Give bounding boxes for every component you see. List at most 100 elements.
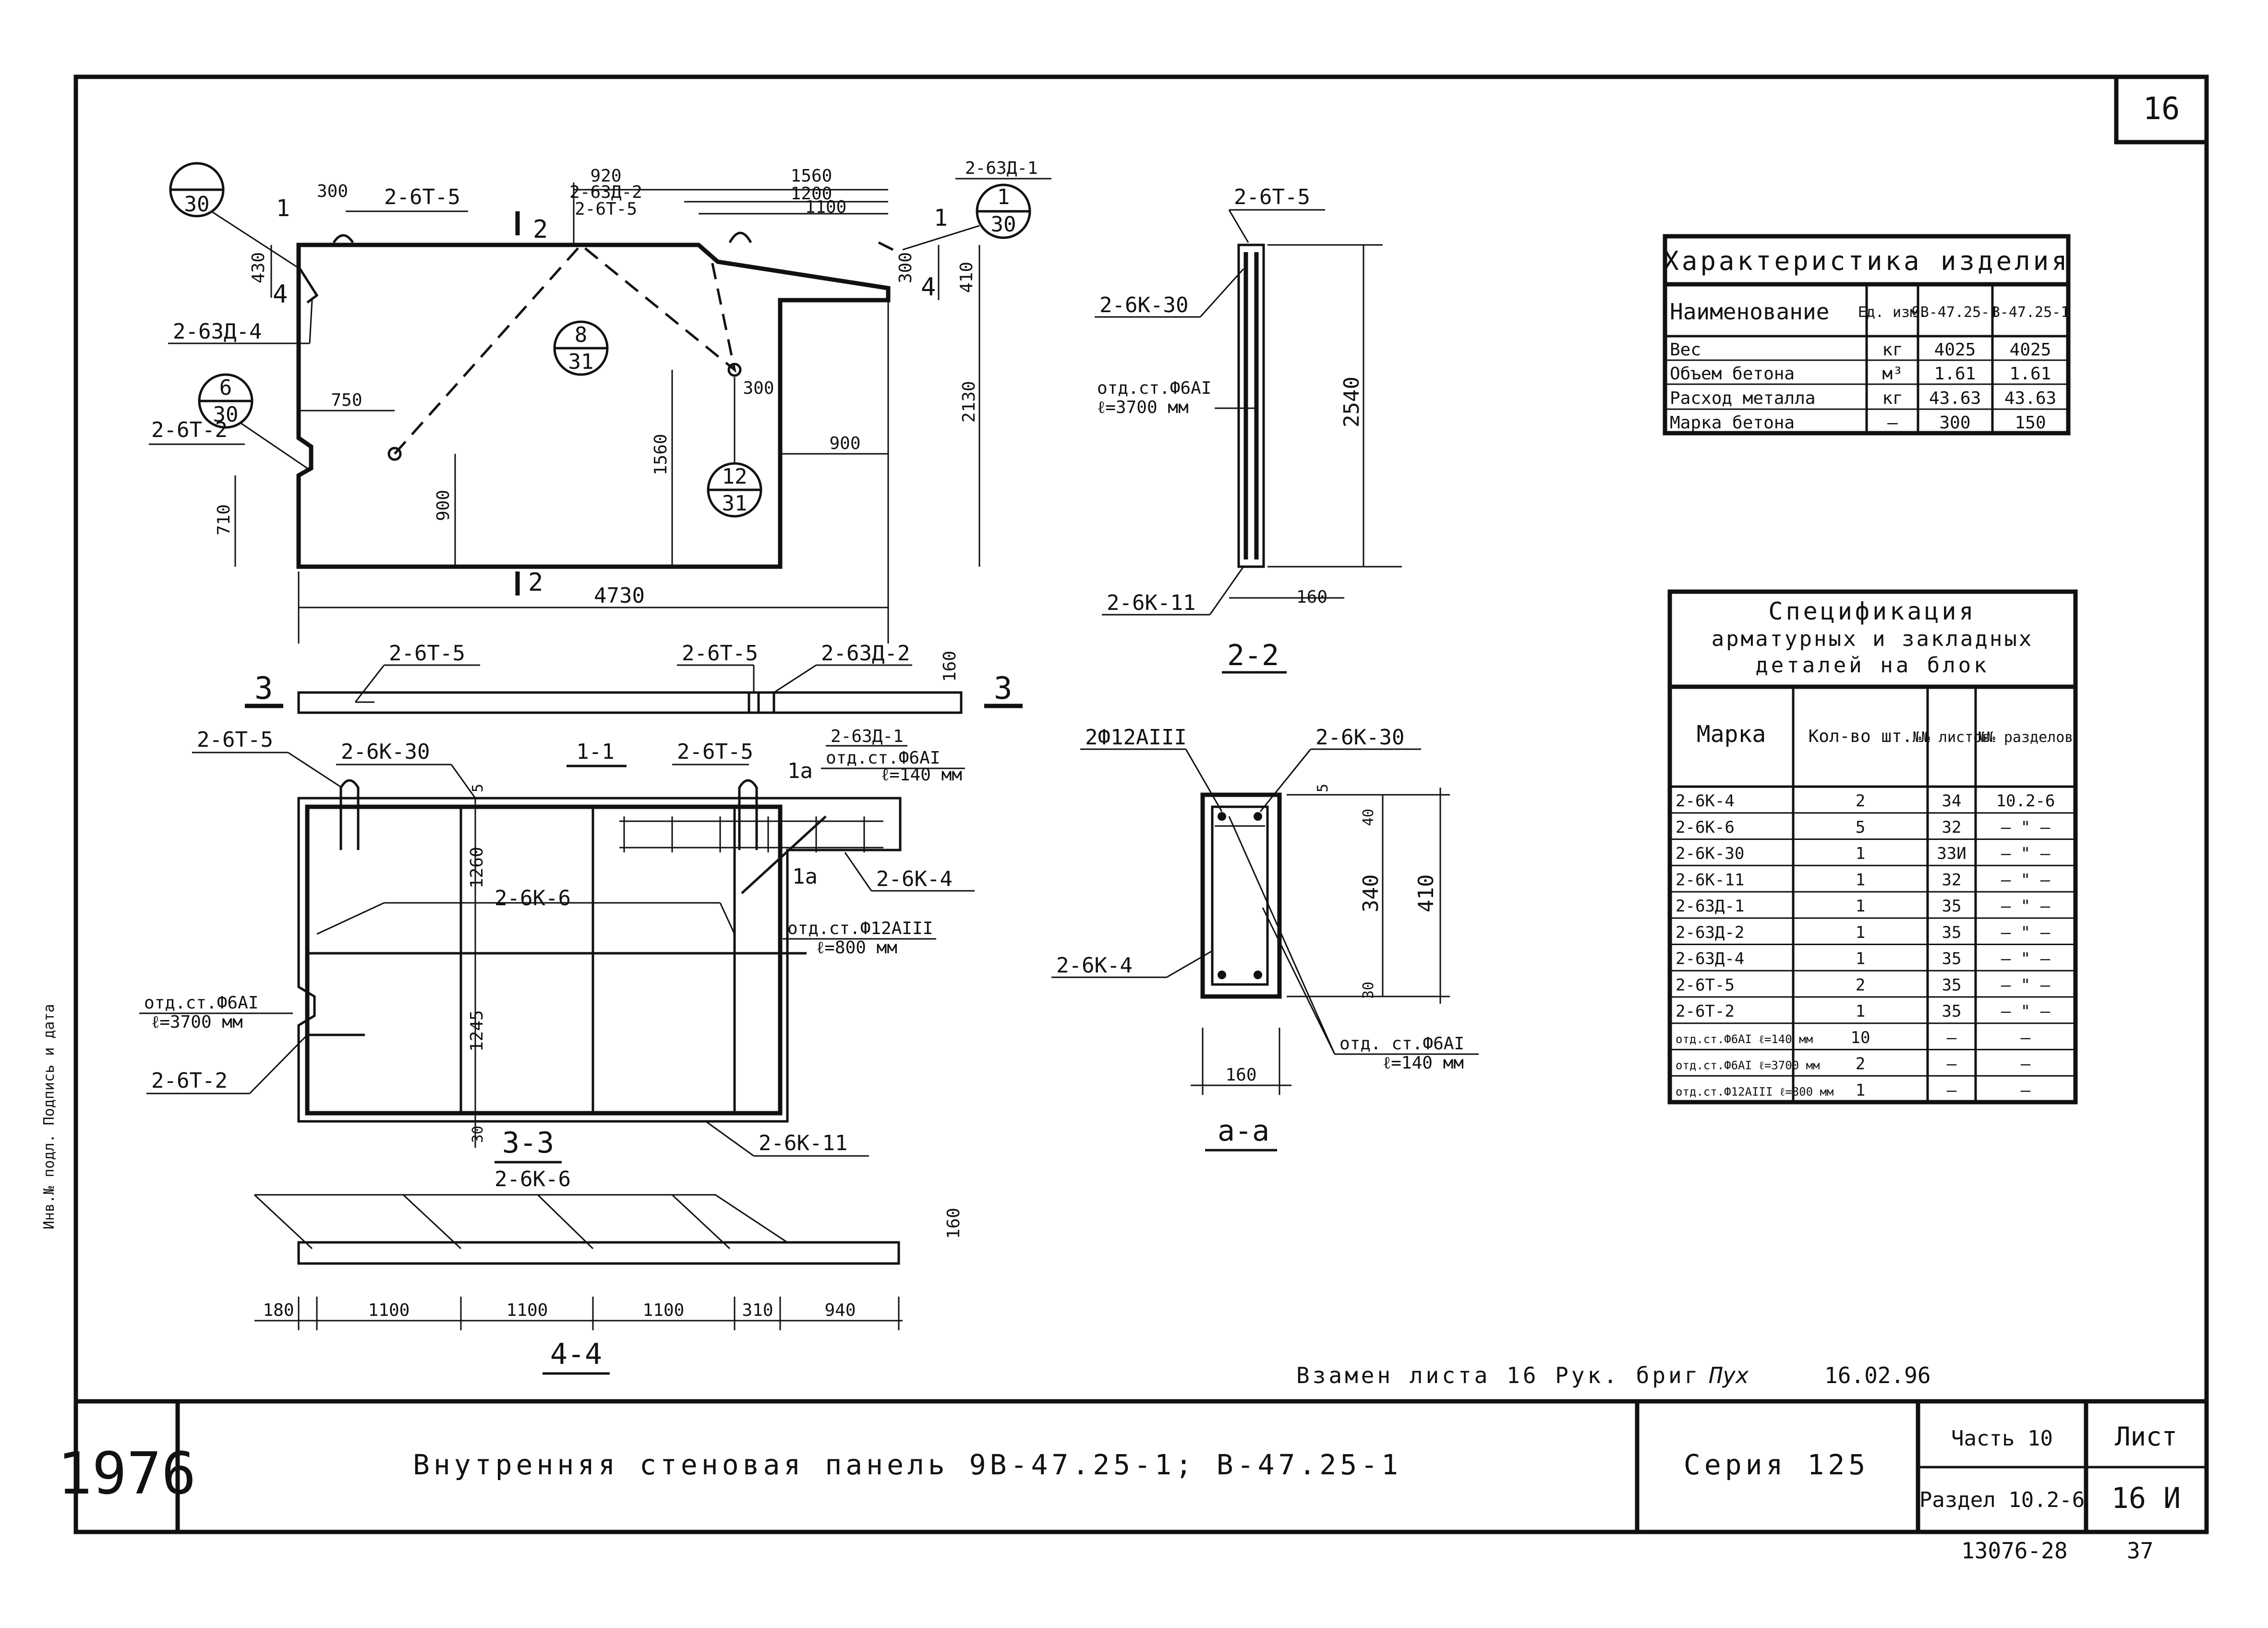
callout-8-top: 8 [575, 323, 588, 347]
spec-cell: 1 [1856, 844, 1865, 863]
svg-text:4025: 4025 [2010, 340, 2051, 360]
svg-text:Расход металла: Расход металла [1670, 389, 1815, 408]
section-4-4-title: 4-4 [550, 1337, 602, 1371]
label-otd800: отд.ст.Ф12АІІІ [787, 919, 933, 938]
callout-6-top: 6 [219, 376, 232, 400]
spec-cell: — " — [2001, 975, 2051, 995]
spec-header-mark: Марка [1697, 721, 1766, 748]
spec-cell: 2 [1856, 1055, 1865, 1074]
dim-410: 410 [1414, 875, 1438, 912]
label-6k4: 2-6К-4 [1056, 953, 1133, 978]
dim-340: 340 [1359, 875, 1383, 912]
dim-300a: 300 [317, 182, 348, 201]
spec-cell: — " — [2001, 897, 2051, 916]
corner-part [878, 241, 894, 251]
doc-number: 13076-28 [1961, 1538, 2068, 1564]
label-bars: 2Ф12АІІІ [1085, 725, 1187, 750]
spec-cell: 32 [1942, 818, 1962, 837]
label-6t5-b: 2-6Т-5 [575, 199, 637, 219]
dim-1100a: 1100 [805, 197, 847, 217]
label-63d4: 2-63Д-4 [173, 319, 262, 344]
spec-cell: — " — [2001, 844, 2051, 863]
year: 1976 [58, 1441, 196, 1507]
spec-cell: 2-6К-30 [1676, 844, 1744, 863]
label-6t5-b: 2-6Т-5 [677, 740, 753, 764]
dim-710: 710 [214, 504, 234, 535]
callout-12-top: 12 [722, 464, 748, 489]
section-3-3-title: 3-3 [502, 1126, 554, 1160]
panel-outline [296, 243, 891, 569]
spec-cell: 2-63Д-2 [1676, 923, 1744, 942]
svg-text:300: 300 [1939, 413, 1970, 433]
label-63d1: 2-63Д-1 [831, 727, 904, 746]
corner-part [299, 268, 319, 304]
dim-1100: 1100 [507, 1300, 548, 1320]
label-6k11: 2-6К-11 [759, 1131, 847, 1155]
section-4-4: 2-6К-6 160 180 1100 1100 1100 310 940 4-… [253, 1167, 964, 1375]
signature: Пух [1709, 1362, 1749, 1388]
spec-cell: — " — [2001, 870, 2051, 889]
spec-cell: 35 [1942, 923, 1962, 942]
corner-number: 16 [2143, 91, 2180, 127]
section-mark-2-top: 2 [533, 215, 548, 244]
spec-title-2: арматурных и закладных [1712, 627, 2034, 651]
dim-2130: 2130 [959, 381, 979, 423]
char-header-name: Наименование [1670, 299, 1829, 325]
svg-text:150: 150 [2015, 413, 2046, 433]
dim-900a: 900 [434, 490, 453, 521]
svg-text:1.61: 1.61 [1934, 364, 1976, 384]
spec-cell: — " — [2001, 949, 2051, 969]
char-row: Вес кг 4025 4025 [1670, 340, 2051, 360]
dim-1100: 1100 [368, 1300, 410, 1320]
svg-text:м³: м³ [1882, 364, 1903, 384]
dim-30: 30 [470, 1126, 486, 1143]
dim-300b: 300 [896, 252, 916, 283]
spec-cell: 35 [1942, 897, 1962, 916]
label-63d1: 2-63Д-1 [965, 158, 1038, 178]
label-6k11: 2-6К-11 [1107, 591, 1195, 615]
spec-cell: — [1947, 1055, 1957, 1074]
dim-410a: 410 [957, 262, 977, 293]
dim-430: 430 [249, 252, 268, 283]
spec-cell: 1 [1856, 1081, 1865, 1100]
label-6t2: 2-6Т-2 [151, 418, 228, 442]
dim-1245: 1245 [467, 1010, 487, 1052]
dim-1560b: 1560 [651, 434, 671, 475]
svg-text:—: — [1887, 413, 1898, 433]
label-6k6: 2-6К-6 [495, 1167, 571, 1191]
label-6t5-a: 2-6Т-5 [384, 185, 460, 209]
section-3-3-strip: 2-6Т-5 2-6Т-5 2-63Д-2 160 3 3 [245, 641, 1023, 714]
svg-text:43.63: 43.63 [1929, 389, 1981, 408]
panel-elevation: 30 1 30 8 31 6 30 12 31 [149, 158, 1051, 644]
spec-header-qty: Кол-во шт. [1809, 727, 1913, 746]
section-a-a-title: а-а [1218, 1114, 1269, 1148]
svg-text:1.61: 1.61 [2010, 364, 2051, 384]
label-6k30: 2-6К-30 [1099, 293, 1188, 317]
spec-cell: 1 [1856, 949, 1865, 969]
dim-1560a: 1560 [791, 166, 832, 186]
svg-text:кг: кг [1882, 389, 1903, 408]
label-1a-top: 1а [787, 759, 813, 783]
spec-cell: 35 [1942, 975, 1962, 995]
label-otd140: отд.ст.Ф6АІ [826, 748, 940, 768]
dim-1200: 1200 [791, 184, 832, 204]
label-6k4: 2-6К-4 [876, 867, 953, 891]
callout-30: 30 [184, 192, 210, 217]
dim-2540: 2540 [1339, 377, 1364, 427]
spec-cell: отд.ст.Ф12АІІІ ℓ=800 мм [1676, 1085, 1834, 1098]
label-otd3700-len: ℓ=3700 мм [151, 1012, 243, 1032]
callout-12-bot: 31 [722, 491, 748, 516]
label-6t5: 2-6Т-5 [1234, 185, 1310, 209]
label-6k30: 2-6К-30 [341, 740, 430, 764]
svg-text:4025: 4025 [1934, 340, 1976, 360]
characteristics-table: Характеристика изделия Наименование Ед. … [1663, 234, 2071, 436]
dim-900b: 900 [829, 434, 860, 453]
replace-note: Взамен листа 16 Рук. бриг [1296, 1362, 1701, 1388]
label-6t5-a: 2-6Т-5 [389, 641, 465, 666]
section-mark-2-bot: 2 [528, 568, 543, 597]
mark-3-left: 3 [254, 671, 273, 706]
mark-4-left: 4 [273, 280, 288, 309]
char-title: Характеристика изделия [1663, 246, 2070, 276]
spec-cell: — " — [2001, 923, 2051, 942]
dim-1260: 1260 [467, 847, 487, 888]
